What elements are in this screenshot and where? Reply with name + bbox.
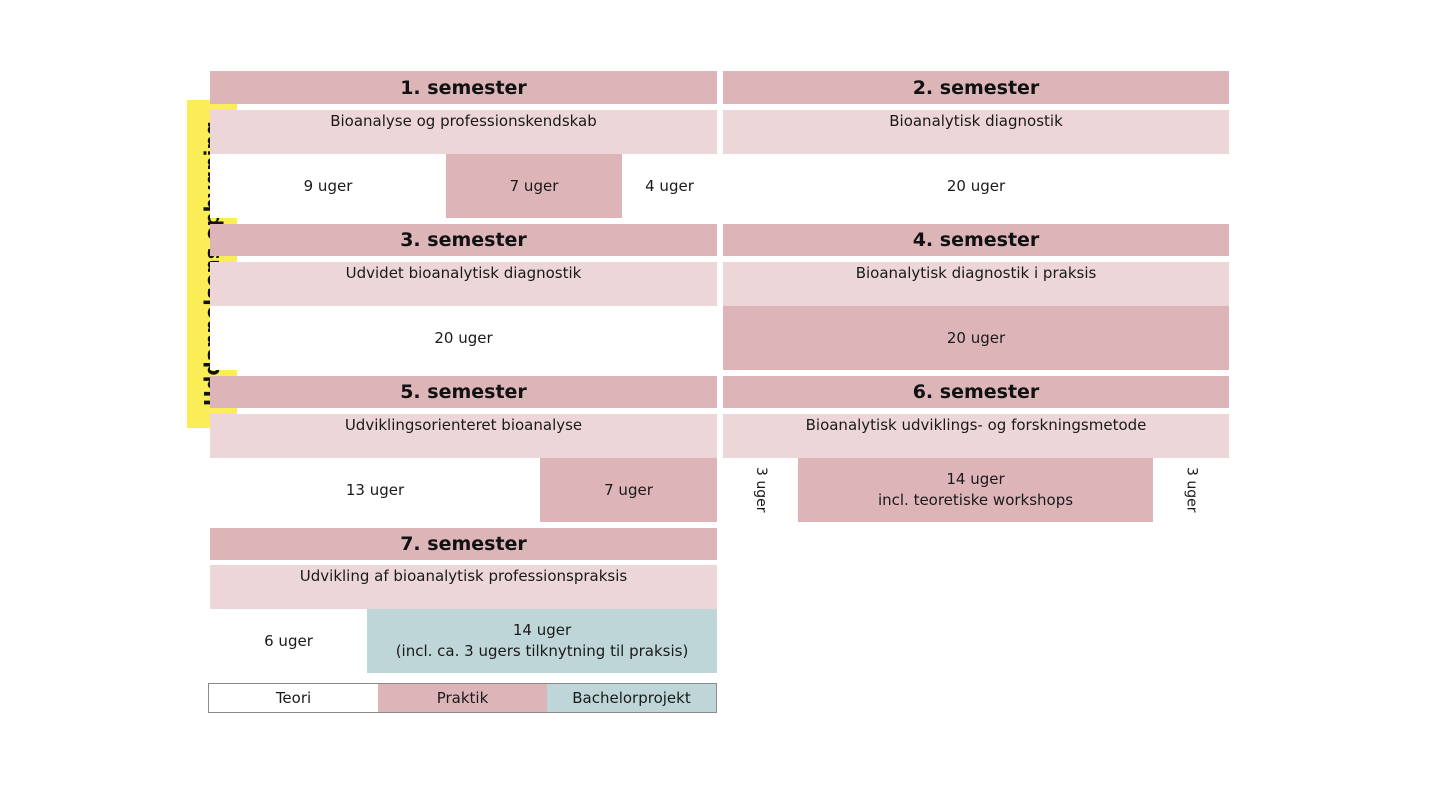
semester-3-course: Udvidet bioanalytisk diagnostik <box>210 262 717 306</box>
semester-1-block-1: 9 uger <box>210 154 446 218</box>
semester-2-course: Bioanalytisk diagnostik <box>723 110 1229 154</box>
legend-praktik: Praktik <box>378 684 547 712</box>
semester-1-course: Bioanalyse og professionskendskab <box>210 110 717 154</box>
semester-4-course: Bioanalytisk diagnostik i praksis <box>723 262 1229 306</box>
semester-2-block-1: 20 uger <box>723 154 1229 218</box>
semester-7-block-2: 14 uger (incl. ca. 3 ugers tilknytning t… <box>367 609 717 673</box>
semester-6-block-2-label: 14 uger <box>946 470 1005 488</box>
semester-6-block-3: 3 uger <box>1153 458 1229 522</box>
semester-5-block-2: 7 uger <box>540 458 717 522</box>
semester-6-block-2: 14 uger incl. teoretiske workshops <box>798 458 1153 522</box>
legend-bachelorprojekt: Bachelorprojekt <box>547 684 716 712</box>
semester-4-title: 4. semester <box>723 224 1229 256</box>
semester-5-block-1: 13 uger <box>210 458 540 522</box>
semester-3-block-1: 20 uger <box>210 306 717 370</box>
legend-teori: Teori <box>209 684 378 712</box>
semester-5-course: Udviklingsorienteret bioanalyse <box>210 414 717 458</box>
semester-6-block-2-sublabel: incl. teoretiske workshops <box>877 491 1074 509</box>
semester-7-block-2-sublabel: (incl. ca. 3 ugers tilknytning til praks… <box>395 642 689 660</box>
semester-6-block-1: 3 uger <box>723 458 798 522</box>
semester-4-block-1: 20 uger <box>723 306 1229 370</box>
semester-1-title: 1. semester <box>210 71 717 104</box>
semester-2-title: 2. semester <box>723 71 1229 104</box>
semester-1-block-2: 7 uger <box>446 154 622 218</box>
semester-6-course: Bioanalytisk udviklings- og forskningsme… <box>723 414 1229 458</box>
semester-1-block-3: 4 uger <box>622 154 717 218</box>
semester-7-course: Udvikling af bioanalytisk professionspra… <box>210 565 717 609</box>
semester-6-title: 6. semester <box>723 376 1229 408</box>
legend: Teori Praktik Bachelorprojekt <box>208 683 717 713</box>
semester-6-block-3-label: 3 uger <box>1183 467 1200 513</box>
semester-6-block-1-label: 3 uger <box>753 467 769 513</box>
semester-7-title: 7. semester <box>210 528 717 560</box>
semester-5-title: 5. semester <box>210 376 717 408</box>
semester-7-block-1: 6 uger <box>210 609 367 673</box>
semester-3-title: 3. semester <box>210 224 717 256</box>
semester-7-block-2-label: 14 uger <box>512 621 572 639</box>
